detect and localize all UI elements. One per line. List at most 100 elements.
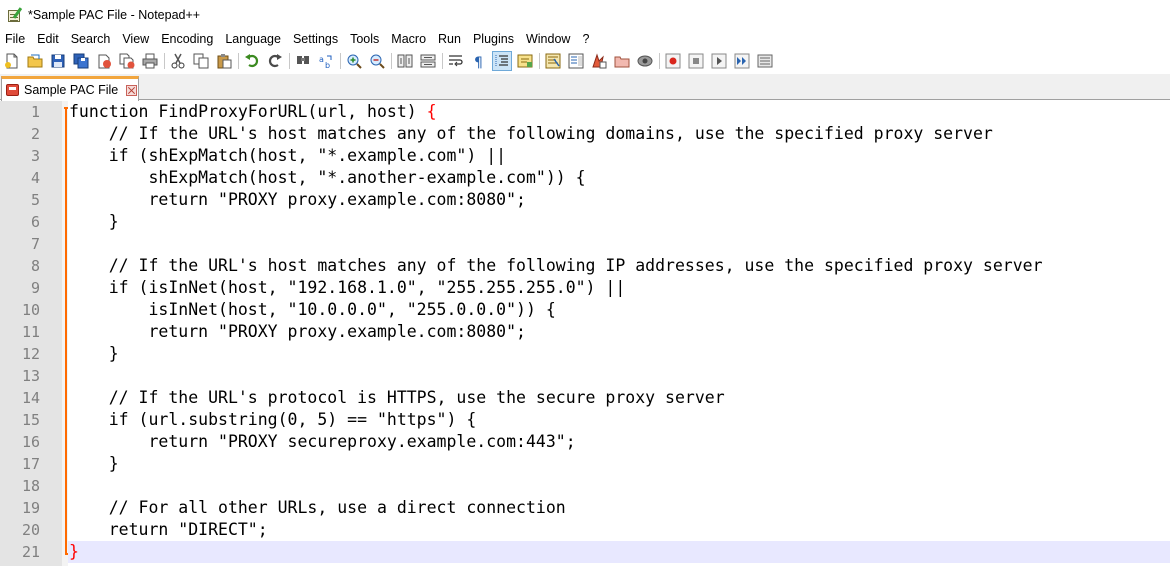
menu-help[interactable]: ? <box>582 32 590 46</box>
function-list-icon[interactable] <box>567 52 585 70</box>
menu-encoding[interactable]: Encoding <box>161 32 214 46</box>
line-number: 19 <box>21 499 40 517</box>
code-line-text[interactable]: // If the URL's protocol is HTTPS, use t… <box>68 387 1170 409</box>
zoom-in-icon[interactable] <box>345 52 363 70</box>
code-line[interactable]: 16 return "PROXY secureproxy.example.com… <box>0 431 1170 453</box>
code-line-text[interactable]: isInNet(host, "10.0.0.0", "255.0.0.0")) … <box>68 299 1170 321</box>
code-line[interactable]: 11 return "PROXY proxy.example.com:8080"… <box>0 321 1170 343</box>
code-line-text[interactable]: return "PROXY secureproxy.example.com:44… <box>68 431 1170 453</box>
code-line-text[interactable] <box>68 233 1170 255</box>
open-file-icon[interactable] <box>26 52 44 70</box>
menu-file[interactable]: File <box>5 32 26 46</box>
code-line-text[interactable]: shExpMatch(host, "*.another-example.com"… <box>68 167 1170 189</box>
close-icon[interactable] <box>126 84 138 96</box>
code-line[interactable]: 4 shExpMatch(host, "*.another-example.co… <box>0 167 1170 189</box>
code-text: } <box>69 344 119 363</box>
code-line-text[interactable]: return "DIRECT"; <box>68 519 1170 541</box>
code-line[interactable]: 6 } <box>0 211 1170 233</box>
menu-edit[interactable]: Edit <box>37 32 59 46</box>
code-line-text[interactable]: if (shExpMatch(host, "*.example.com") || <box>68 145 1170 167</box>
code-line[interactable]: 2 // If the URL's host matches any of th… <box>0 123 1170 145</box>
menu-macro[interactable]: Macro <box>391 32 427 46</box>
code-text: function FindProxyForURL(url, host) <box>69 102 427 121</box>
code-line-text[interactable]: if (isInNet(host, "192.168.1.0", "255.25… <box>68 277 1170 299</box>
monitoring-icon[interactable] <box>636 52 654 70</box>
code-line-text[interactable] <box>68 475 1170 497</box>
find-icon[interactable] <box>294 52 312 70</box>
code-line[interactable]: 13 <box>0 365 1170 387</box>
code-line[interactable]: 17 } <box>0 453 1170 475</box>
code-line-text[interactable]: // For all other URLs, use a direct conn… <box>68 497 1170 519</box>
playback-macro-icon[interactable] <box>710 52 728 70</box>
undo-icon[interactable] <box>243 52 261 70</box>
notepad-app-icon[interactable] <box>7 7 23 23</box>
document-map-icon[interactable] <box>544 52 562 70</box>
save-all-icon[interactable] <box>72 52 90 70</box>
line-number: 13 <box>21 367 40 385</box>
save-macro-icon[interactable] <box>756 52 774 70</box>
menu-tools[interactable]: Tools <box>350 32 380 46</box>
code-line[interactable]: 8 // If the URL's host matches any of th… <box>0 255 1170 277</box>
code-line[interactable]: 9 if (isInNet(host, "192.168.1.0", "255.… <box>0 277 1170 299</box>
menu-settings[interactable]: Settings <box>292 32 339 46</box>
menu-run[interactable]: Run <box>438 32 461 46</box>
code-line[interactable]: 5 return "PROXY proxy.example.com:8080"; <box>0 189 1170 211</box>
close-icon[interactable] <box>95 52 113 70</box>
code-line-text[interactable]: return "PROXY proxy.example.com:8080"; <box>68 189 1170 211</box>
print-icon[interactable] <box>141 52 159 70</box>
code-line[interactable]: 19 // For all other URLs, use a direct c… <box>0 497 1170 519</box>
stop-recording-icon[interactable] <box>687 52 705 70</box>
code-line-text[interactable] <box>68 365 1170 387</box>
code-line[interactable]: 20 return "DIRECT"; <box>0 519 1170 541</box>
toolbar-separator <box>442 52 443 69</box>
redo-icon[interactable] <box>266 52 284 70</box>
code-line-text[interactable]: } <box>68 343 1170 365</box>
project-panel-icon[interactable] <box>613 52 631 70</box>
code-text: return "PROXY proxy.example.com:8080"; <box>69 322 526 341</box>
code-line[interactable]: 14 // If the URL's protocol is HTTPS, us… <box>0 387 1170 409</box>
word-wrap-icon[interactable] <box>447 52 465 70</box>
menu-plugins[interactable]: Plugins <box>472 32 514 46</box>
code-line[interactable]: 18 <box>0 475 1170 497</box>
copy-icon[interactable] <box>192 52 210 70</box>
code-line[interactable]: 7 <box>0 233 1170 255</box>
user-defined-language-icon[interactable] <box>516 52 534 70</box>
folder-as-workspace-icon[interactable] <box>590 52 608 70</box>
paste-icon[interactable] <box>215 52 233 70</box>
menu-view[interactable]: View <box>122 32 150 46</box>
code-line-text[interactable]: function FindProxyForURL(url, host) { <box>68 101 1170 123</box>
code-line-text[interactable]: return "PROXY proxy.example.com:8080"; <box>68 321 1170 343</box>
record-macro-icon[interactable] <box>664 52 682 70</box>
menu-search[interactable]: Search <box>70 32 111 46</box>
new-file-icon[interactable] <box>3 52 21 70</box>
tab-sample-pac-file[interactable]: Sample PAC File <box>1 76 139 101</box>
matched-brace: } <box>69 542 79 561</box>
line-number-gutter[interactable] <box>0 101 62 566</box>
sync-vertical-icon[interactable] <box>396 52 414 70</box>
code-line-text[interactable]: // If the URL's host matches any of the … <box>68 255 1170 277</box>
code-line-text[interactable]: } <box>68 453 1170 475</box>
close-all-icon[interactable] <box>118 52 136 70</box>
show-all-characters-icon[interactable]: ¶ <box>470 52 488 70</box>
save-icon[interactable] <box>49 52 67 70</box>
code-line-text[interactable]: } <box>68 541 1170 563</box>
code-line-text[interactable]: } <box>68 211 1170 233</box>
fold-indicator-line <box>64 107 69 555</box>
menu-window[interactable]: Window <box>525 32 571 46</box>
cut-icon[interactable] <box>169 52 187 70</box>
zoom-out-icon[interactable] <box>368 52 386 70</box>
code-line[interactable]: 3 if (shExpMatch(host, "*.example.com") … <box>0 145 1170 167</box>
indent-guide-icon[interactable] <box>492 50 512 71</box>
code-line[interactable]: 12 } <box>0 343 1170 365</box>
code-line[interactable]: 10 isInNet(host, "10.0.0.0", "255.0.0.0"… <box>0 299 1170 321</box>
code-line[interactable]: 21} <box>0 541 1170 563</box>
code-line-text[interactable]: // If the URL's host matches any of the … <box>68 123 1170 145</box>
menu-language[interactable]: Language <box>225 32 281 46</box>
code-line-text[interactable]: if (url.substring(0, 5) == "https") { <box>68 409 1170 431</box>
run-macro-multiple-icon[interactable] <box>733 52 751 70</box>
code-line[interactable]: 15 if (url.substring(0, 5) == "https") { <box>0 409 1170 431</box>
sync-horizontal-icon[interactable] <box>419 52 437 70</box>
